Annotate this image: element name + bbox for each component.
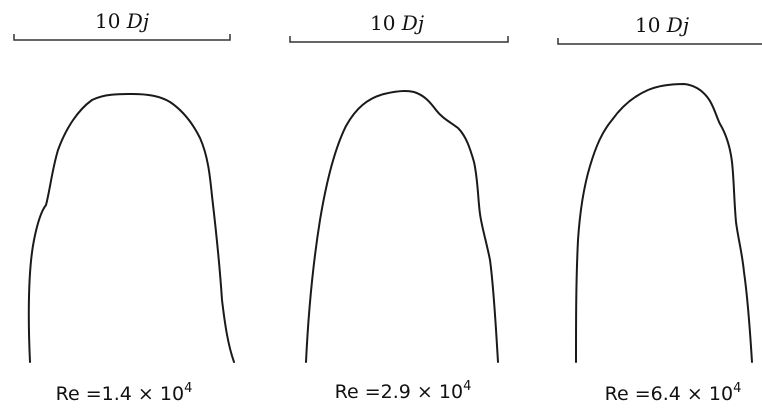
reynolds-label-3: Re =6.4 × 104 <box>605 381 742 405</box>
plume-outline-1 <box>27 93 235 363</box>
plume-outline-3 <box>575 83 753 363</box>
scale-bar-1 <box>13 34 231 41</box>
panel-1: 10 Dj Re =1.4 × 104 <box>13 9 235 405</box>
scale-label-1: 10 Dj <box>95 9 149 33</box>
scale-bar-2 <box>289 36 509 43</box>
scale-bar-3 <box>557 38 762 45</box>
scale-label-2: 10 Dj <box>370 11 424 35</box>
plume-outline-2 <box>305 89 499 363</box>
scale-label-3: 10 Dj <box>635 13 689 37</box>
panel-2: 10 Dj Re =2.9 × 104 <box>289 11 509 403</box>
reynolds-label-2: Re =2.9 × 104 <box>335 379 472 403</box>
reynolds-label-1: Re =1.4 × 104 <box>56 381 193 405</box>
panel-3: 10 Dj Re =6.4 × 104 <box>557 13 762 405</box>
